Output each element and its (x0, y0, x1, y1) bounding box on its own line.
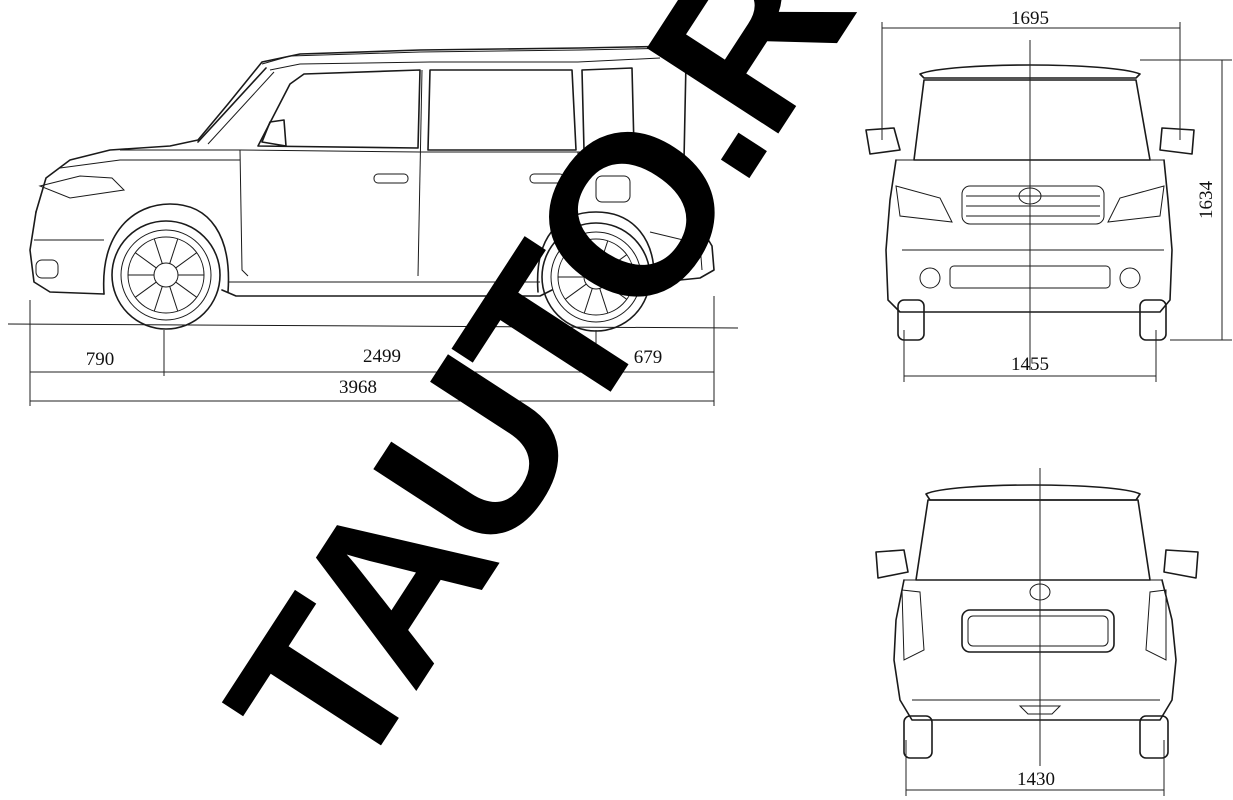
wheel-spoke (169, 238, 179, 264)
wheel-spoke (605, 254, 628, 271)
front-view (865, 40, 1195, 370)
wheel-spoke (175, 281, 198, 298)
front-track-label: 1455 (1011, 354, 1049, 375)
wheel-spoke (153, 286, 163, 312)
wheel-spoke (599, 288, 609, 314)
wheel-spoke (583, 240, 593, 266)
overall-length-label: 3968 (339, 377, 377, 398)
wheel-spoke (583, 288, 593, 314)
wheel-spoke (153, 238, 163, 264)
front-overhang-label: 790 (86, 349, 115, 370)
watermark: TAUTO.RU (180, 0, 979, 800)
watermark-text: TAUTO.RU (180, 0, 979, 800)
side-dimension-lines (29, 296, 715, 406)
overall-width-label: 1695 (1011, 8, 1049, 29)
wheel-spoke (564, 283, 587, 300)
overall-height-label: 1634 (1196, 181, 1217, 220)
wheel-spoke (175, 252, 198, 269)
rear-view (875, 468, 1199, 766)
front-dimension-lines (881, 22, 1232, 382)
rear-track-label: 1430 (1017, 769, 1055, 790)
wheel-spoke (599, 240, 609, 266)
rear-dimension-lines (905, 740, 1165, 796)
wheel-spokes (128, 238, 634, 314)
wheel-spoke (134, 281, 157, 298)
wheel-spoke (564, 254, 587, 271)
wheelbase-label: 2499 (363, 346, 401, 367)
wheel-spoke (134, 252, 157, 269)
wheel-spoke (605, 283, 628, 300)
rear-overhang-label: 679 (634, 347, 663, 368)
side-view (7, 45, 739, 329)
wheel-spoke (169, 286, 179, 312)
